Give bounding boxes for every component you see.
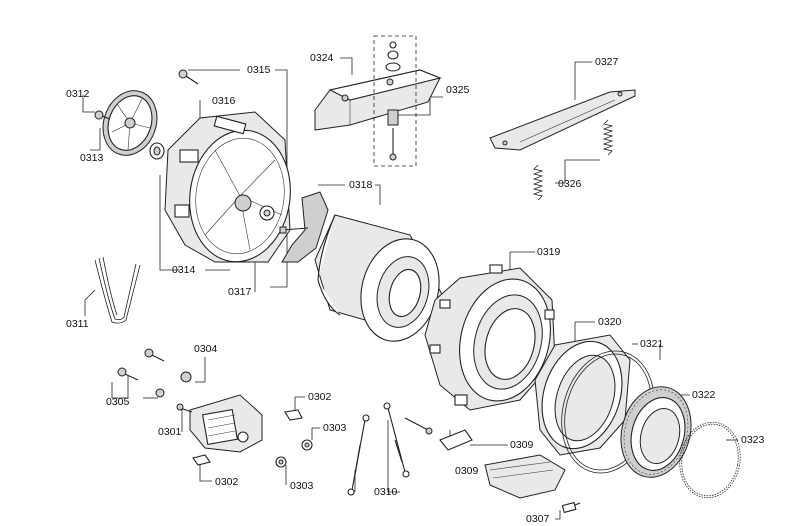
label-0305: 0305 xyxy=(106,396,130,408)
label-0311: 0311 xyxy=(66,318,89,330)
front-tub-part xyxy=(424,264,556,411)
label-0312: 0312 xyxy=(66,88,90,100)
label-0318: 0318 xyxy=(349,179,373,191)
seal-wire-ring-part xyxy=(679,421,741,499)
label-0325: 0325 xyxy=(446,84,470,96)
heater-part xyxy=(439,429,566,499)
label-0314: 0314 xyxy=(172,264,196,276)
label-0302-top: 0302 xyxy=(308,391,332,403)
label-0313: 0313 xyxy=(80,152,104,164)
label-0317: 0317 xyxy=(228,286,252,298)
label-0309-right: 0309 xyxy=(510,439,534,451)
label-0301: 0301 xyxy=(158,426,182,438)
label-0309-left: 0309 xyxy=(455,465,479,477)
label-0307: 0307 xyxy=(526,513,550,525)
label-0302-bottom: 0302 xyxy=(215,476,239,488)
rear-tub-part xyxy=(164,111,291,263)
suspension-springs-part xyxy=(532,119,614,201)
label-0321: 0321 xyxy=(640,338,664,350)
drum-part xyxy=(279,191,446,342)
spring-bracket-part xyxy=(489,89,636,151)
temperature-sensor-part xyxy=(561,501,581,514)
label-0319: 0319 xyxy=(537,246,561,258)
label-0316: 0316 xyxy=(212,95,236,107)
grommets-part xyxy=(275,439,313,468)
shock-absorbers-part xyxy=(347,402,433,496)
weight-bolt-kit-part xyxy=(373,35,417,167)
label-0315: 0315 xyxy=(247,64,271,76)
label-0320: 0320 xyxy=(598,316,622,328)
label-0304: 0304 xyxy=(194,343,218,355)
label-0310: 0310 xyxy=(374,486,398,498)
belt-part xyxy=(94,256,141,324)
pulley-screw-part xyxy=(94,110,111,120)
pulley-part xyxy=(102,90,158,156)
label-0323: 0323 xyxy=(741,434,765,446)
label-0327: 0327 xyxy=(595,56,619,68)
label-0324: 0324 xyxy=(310,52,334,64)
label-0322: 0322 xyxy=(692,389,716,401)
motor-screws-part xyxy=(117,348,192,398)
label-0303-bottom: 0303 xyxy=(290,480,314,492)
tub-screw-part xyxy=(178,69,199,85)
washer-part xyxy=(149,142,165,160)
motor-part xyxy=(176,394,263,453)
top-counterweight-part xyxy=(314,69,442,131)
label-0303-top: 0303 xyxy=(323,422,347,434)
motor-clips-part xyxy=(192,409,303,466)
door-seal-part xyxy=(620,386,692,478)
label-0326: 0326 xyxy=(558,178,582,190)
counterweight-part xyxy=(534,334,631,456)
